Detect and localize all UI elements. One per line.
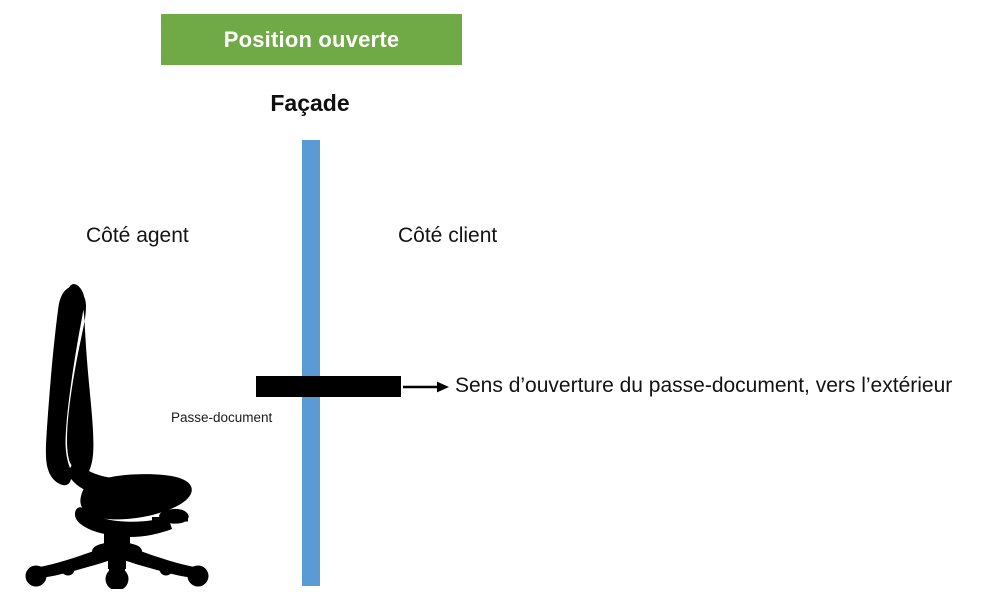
passe-document-bar — [256, 376, 401, 397]
passe-document-label: Passe-document — [171, 410, 273, 425]
direction-caption: Sens d’ouverture du passe-document, vers… — [455, 374, 953, 397]
status-banner: Position ouverte — [161, 14, 462, 65]
status-banner-label: Position ouverte — [223, 26, 400, 52]
arrow-right-icon — [403, 381, 449, 393]
facade-title: Façade — [270, 90, 350, 116]
facade-wall — [302, 140, 320, 586]
office-chair-icon — [25, 284, 209, 589]
zone-label-client-side: Côté client — [398, 224, 498, 247]
zone-label-agent-side: Côté agent — [86, 224, 189, 247]
